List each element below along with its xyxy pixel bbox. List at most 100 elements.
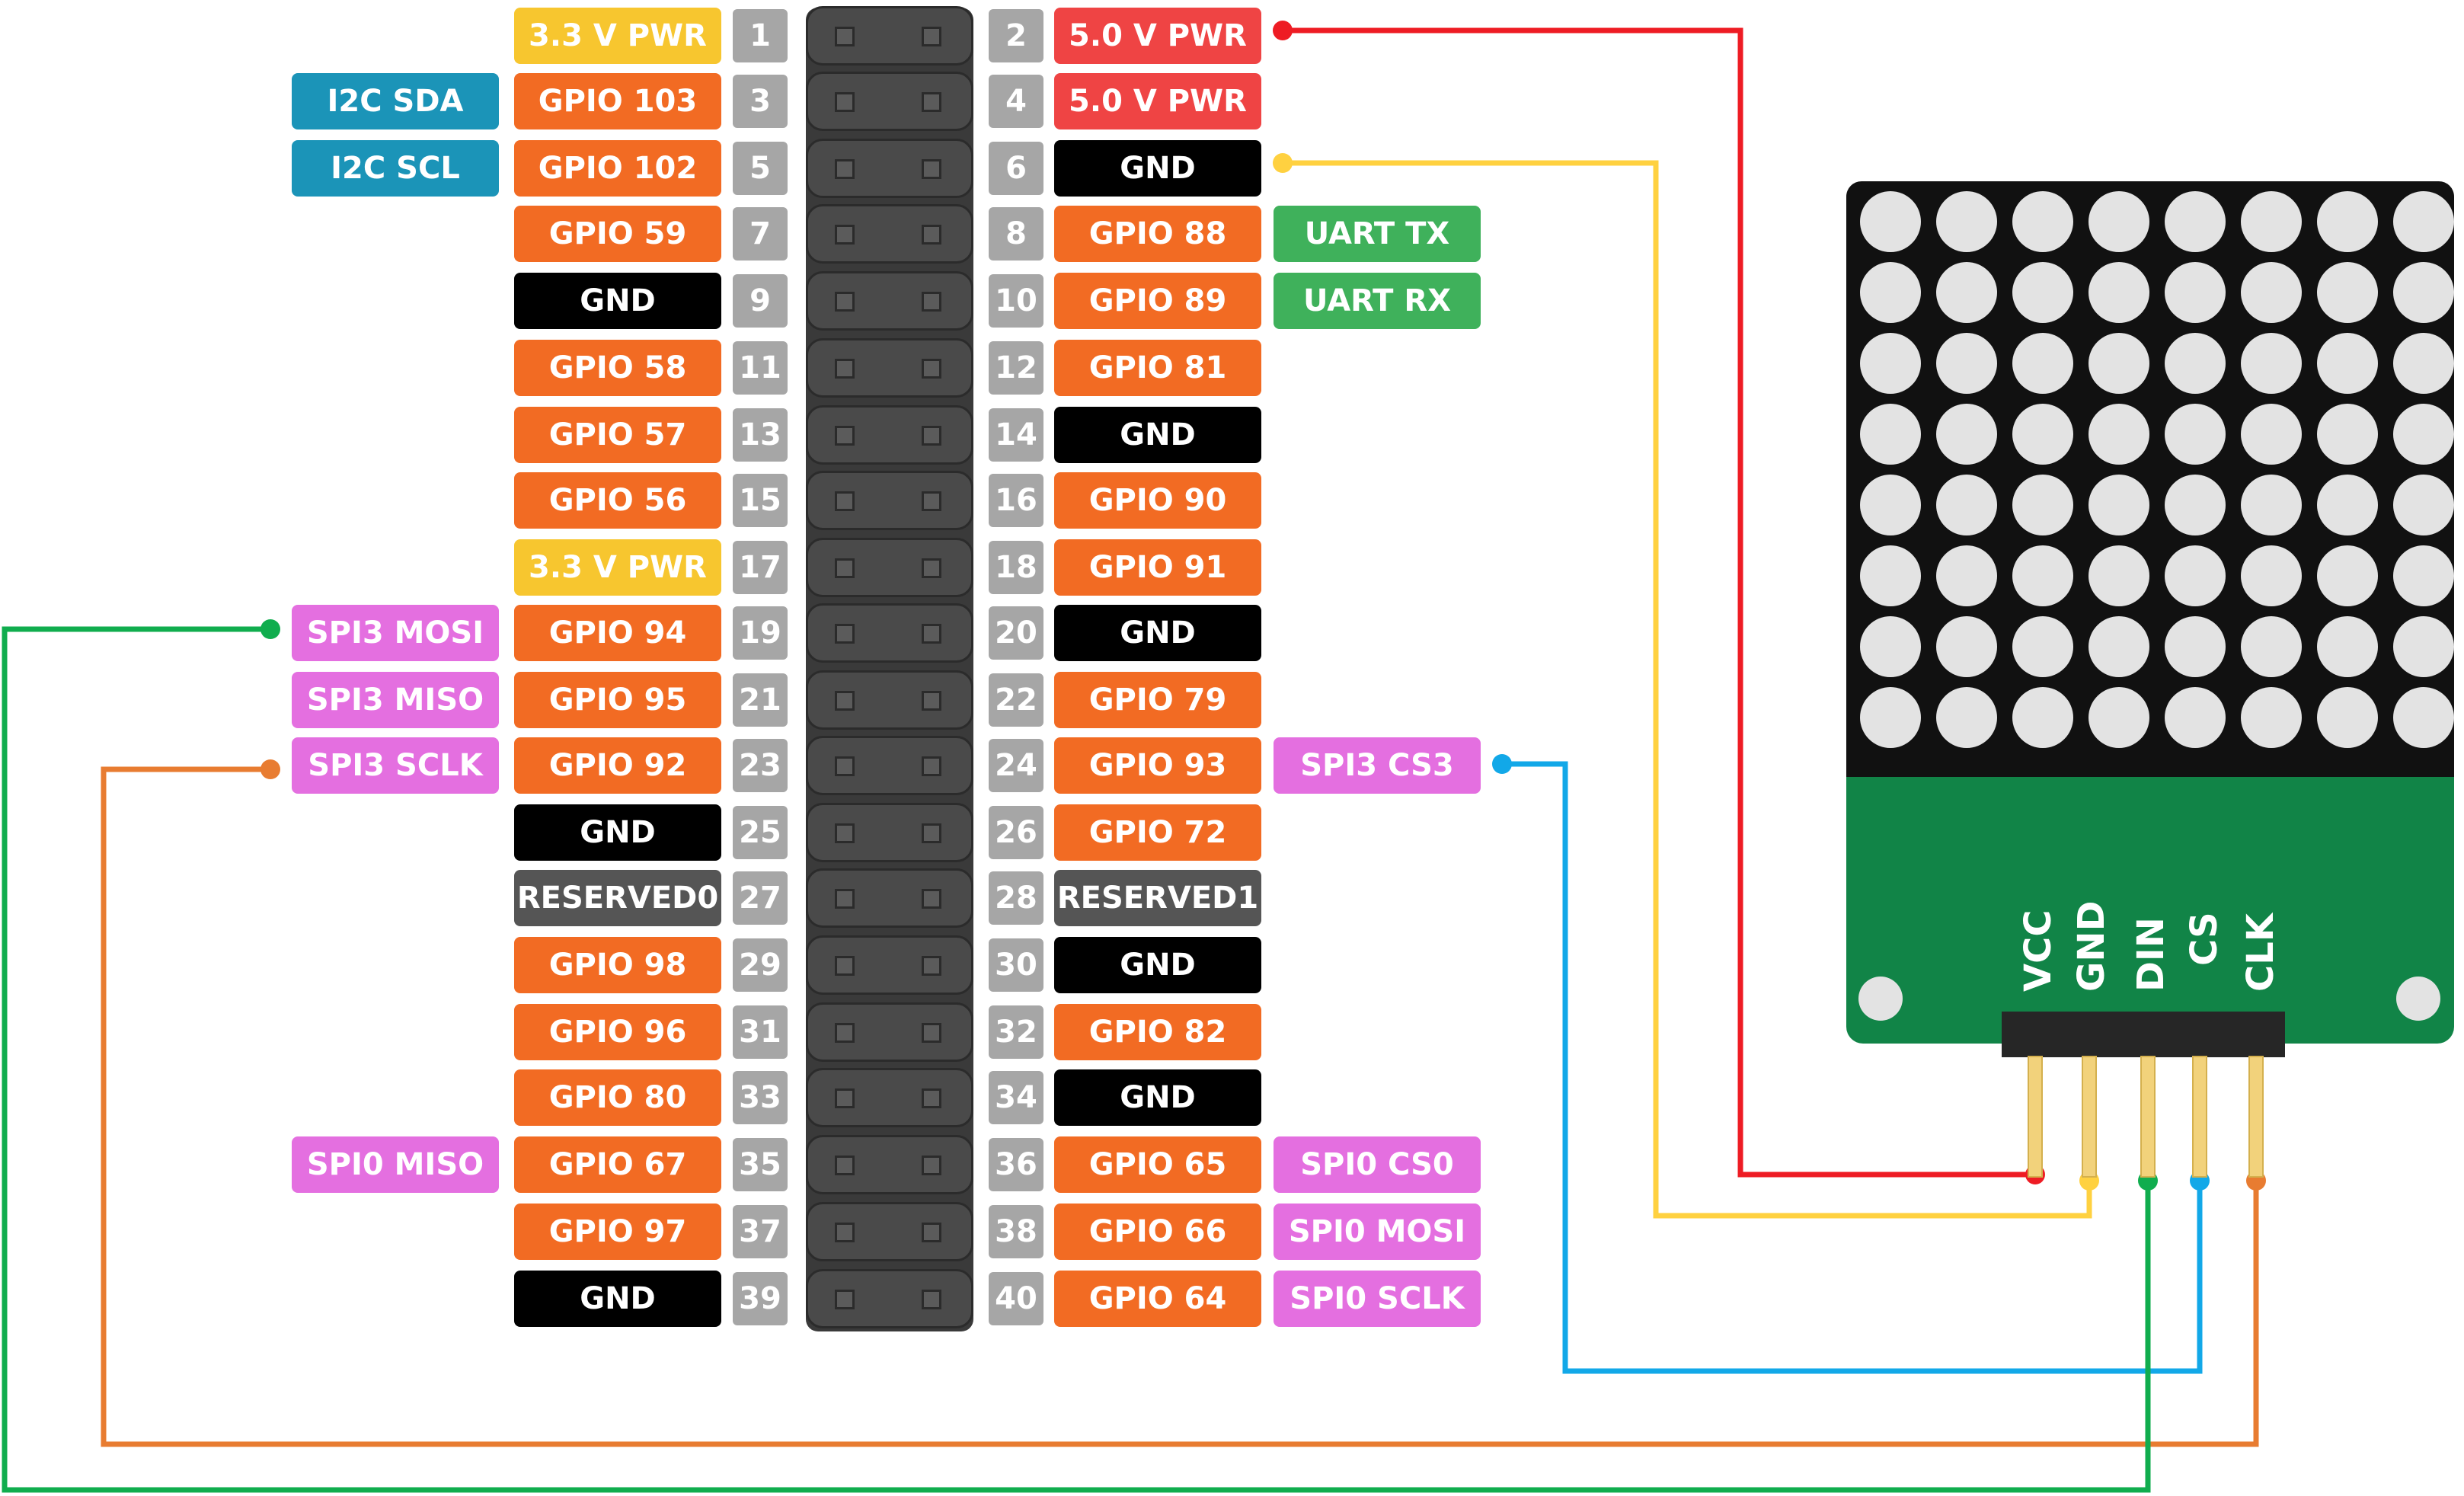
pin-20-label: GND: [1054, 605, 1261, 661]
matrix-led: [2012, 687, 2073, 748]
pin-28-number: 28: [989, 871, 1043, 925]
header-row: [806, 69, 973, 134]
header-pin-even: [922, 624, 941, 644]
header-row: [806, 932, 973, 998]
mounting-hole-right: [2396, 977, 2440, 1021]
matrix-led: [2393, 616, 2454, 677]
header-pin-odd: [835, 359, 855, 379]
matrix-led: [2088, 333, 2149, 394]
pin-17-number: 17: [733, 541, 788, 594]
pin-35-function: SPI0 MISO: [292, 1136, 499, 1193]
matrix-led: [2165, 404, 2226, 465]
wire-dot-gnd-start: [1273, 153, 1293, 173]
pin-24-label: GPIO 93: [1054, 737, 1261, 794]
wire-dot-din-start: [260, 619, 280, 639]
pin-19-label: GPIO 94: [514, 605, 721, 661]
header-socket: [806, 6, 973, 66]
pin-2-label: 5.0 V PWR: [1054, 8, 1261, 64]
pin-19-number: 19: [733, 606, 788, 660]
header-pin-even: [922, 1156, 941, 1175]
pin-16-number: 16: [989, 474, 1043, 527]
pin-3-number: 3: [733, 75, 788, 128]
wire-dot-clk-start: [260, 759, 280, 779]
pin-38-function: SPI0 MOSI: [1274, 1204, 1481, 1260]
header-pin-even: [922, 956, 941, 976]
pin-34-label: GND: [1054, 1069, 1261, 1126]
pin-33-label: GPIO 80: [514, 1069, 721, 1126]
matrix-led: [2088, 687, 2149, 748]
matrix-led: [1860, 687, 1921, 748]
pin-29-label: GPIO 98: [514, 937, 721, 993]
matrix-led: [2241, 475, 2302, 535]
pin-39-number: 39: [733, 1272, 788, 1325]
matrix-led: [2088, 404, 2149, 465]
pin-14-number: 14: [989, 408, 1043, 462]
pin-8-number: 8: [989, 207, 1043, 261]
pin-5-function: I2C SCL: [292, 140, 499, 197]
pin-27-number: 27: [733, 871, 788, 925]
matrix-led: [2241, 191, 2302, 252]
header-row: [806, 201, 973, 267]
wire-gnd: [1283, 160, 2092, 1219]
matrix-led: [2088, 262, 2149, 323]
matrix-led: [2165, 191, 2226, 252]
header-pin-even: [922, 889, 941, 909]
wire-clk: [101, 766, 2259, 1447]
pin-7-number: 7: [733, 207, 788, 261]
matrix-led: [2393, 262, 2454, 323]
header-row: [806, 402, 973, 468]
pin-29-number: 29: [733, 938, 788, 992]
header-pin-even: [922, 27, 941, 46]
pin-21-number: 21: [733, 673, 788, 727]
pin-11-label: GPIO 58: [514, 340, 721, 396]
wire-din: [2, 626, 2151, 1493]
header-socket: [806, 338, 973, 398]
pin-4-label: 5.0 V PWR: [1054, 73, 1261, 129]
header-socket: [806, 868, 973, 928]
pin-39-label: GND: [514, 1271, 721, 1327]
pin-25-label: GND: [514, 804, 721, 861]
header-socket: [806, 139, 973, 198]
pin-15-number: 15: [733, 474, 788, 527]
matrix-led: [2165, 616, 2226, 677]
header-socket: [806, 935, 973, 995]
pin-24-number: 24: [989, 739, 1043, 792]
header-row: [806, 999, 973, 1065]
header-pin-odd: [835, 1156, 855, 1175]
matrix-led: [2393, 545, 2454, 606]
pin-7-label: GPIO 59: [514, 206, 721, 262]
matrix-led: [2088, 475, 2149, 535]
module-pin-din: [2140, 1056, 2156, 1178]
header-socket: [806, 538, 973, 597]
matrix-led: [1936, 616, 1997, 677]
matrix-led: [1860, 545, 1921, 606]
matrix-led: [1860, 262, 1921, 323]
pin-9-number: 9: [733, 274, 788, 328]
header-row: [806, 335, 973, 401]
header-pin-odd: [835, 889, 855, 909]
pin-9-label: GND: [514, 273, 721, 329]
wire-vcc: [1283, 27, 2035, 1178]
matrix-pcb: [1846, 777, 2454, 1044]
pin-6-number: 6: [989, 142, 1043, 195]
matrix-led: [2241, 404, 2302, 465]
matrix-led: [2393, 191, 2454, 252]
pin-10-number: 10: [989, 274, 1043, 328]
pin-36-number: 36: [989, 1138, 1043, 1191]
header-row: [806, 535, 973, 600]
pin-25-number: 25: [733, 806, 788, 859]
wire-dot-cs-start: [1492, 754, 1512, 774]
module-label-cs: CS: [2183, 912, 2226, 966]
header-pin-even: [922, 1088, 941, 1108]
pin-21-function: SPI3 MISO: [292, 672, 499, 728]
pin-19-function: SPI3 MOSI: [292, 605, 499, 661]
header-pin-even: [922, 92, 941, 112]
pin-35-label: GPIO 67: [514, 1136, 721, 1193]
pin-23-number: 23: [733, 739, 788, 792]
matrix-led: [2393, 404, 2454, 465]
pin-38-label: GPIO 66: [1054, 1204, 1261, 1260]
matrix-led: [2317, 545, 2378, 606]
pin-1-number: 1: [733, 9, 788, 62]
header-socket: [806, 803, 973, 862]
